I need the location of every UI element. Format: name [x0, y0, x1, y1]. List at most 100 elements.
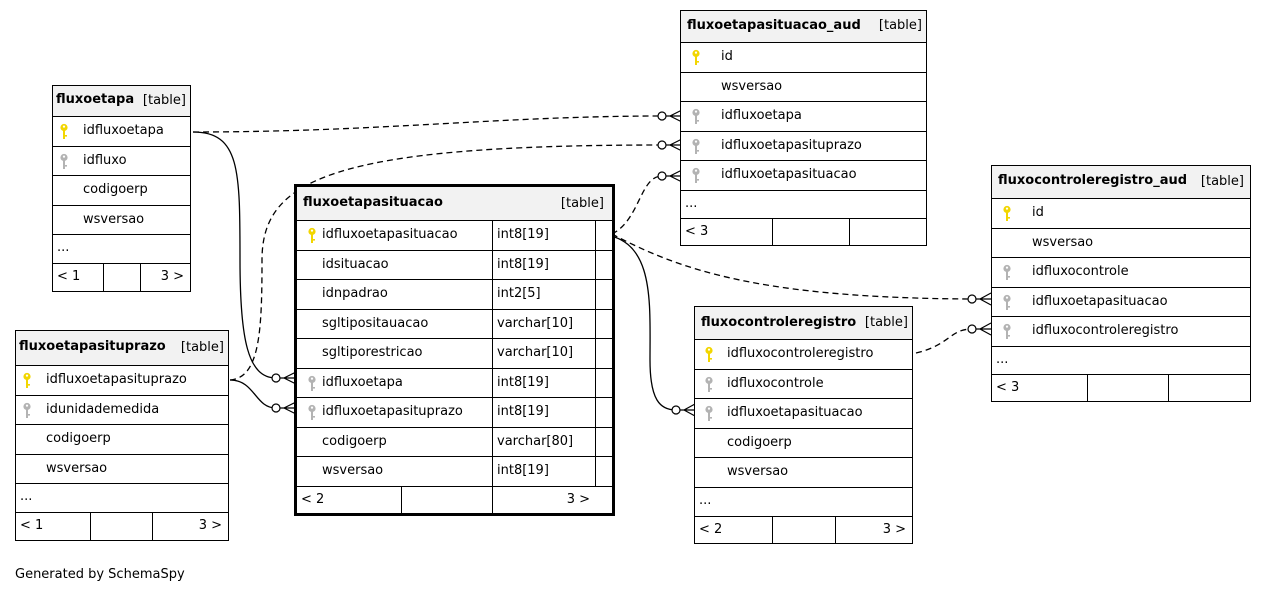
table-type: [table]	[180, 340, 224, 355]
column-type: varchar[10]	[497, 345, 574, 360]
table-type: [table]	[142, 93, 186, 108]
column-name: idfluxoetapa	[721, 108, 802, 123]
column-name: idfluxoetapasituprazo	[721, 137, 862, 153]
column-row: wsversao	[16, 455, 228, 484]
column-name: sgltipositauacao	[322, 315, 429, 331]
foreign-key-icon	[704, 376, 714, 394]
column-name: codigoerp	[83, 182, 148, 197]
table-fluxoetapasituacao[interactable]: fluxoetapasituacao [table] idfluxoetapas…	[294, 184, 615, 516]
parents-count[interactable]: < 1	[20, 518, 44, 533]
ellipsis-text: ...	[57, 240, 70, 255]
parents-count[interactable]: < 1	[57, 269, 81, 284]
column-row: wsversao	[695, 458, 912, 488]
foreign-key-icon	[307, 375, 317, 393]
column-row: idfluxoetapasituacao	[681, 161, 926, 191]
table-header: fluxoetapa [table]	[53, 86, 190, 117]
table-header: fluxocontroleregistro [table]	[695, 307, 912, 340]
ellipsis-text: ...	[699, 492, 712, 508]
column-type: int8[19]	[497, 256, 549, 272]
cardinality-circle	[657, 171, 667, 181]
foreign-key-icon	[691, 108, 701, 126]
table-type: [table]	[1200, 174, 1244, 189]
primary-key-icon	[1002, 205, 1012, 223]
ellipsis-text: ...	[685, 195, 698, 211]
column-name: wsversao	[46, 460, 108, 476]
parents-count[interactable]: < 2	[699, 521, 723, 537]
column-type: int8[19]	[497, 227, 549, 242]
column-row: idfluxoetapasituacao	[695, 399, 912, 429]
column-name: idfluxocontroleregistro	[727, 346, 874, 361]
primary-key-icon	[59, 123, 69, 141]
foreign-key-icon	[691, 138, 701, 156]
column-name: idfluxoetapa	[322, 374, 403, 390]
column-name: idfluxocontrole	[1032, 264, 1129, 279]
foreign-key-icon	[1002, 323, 1012, 341]
children-count[interactable]: 3 >	[882, 521, 906, 537]
table-fluxoetapasituprazo[interactable]: fluxoetapasituprazo [table] idfluxoetapa…	[15, 330, 229, 541]
column-row: idfluxocontroleregistro	[695, 340, 912, 370]
ellipsis-text: ...	[20, 489, 33, 504]
relation-controleregistro-to-aud	[915, 328, 973, 354]
column-name: idfluxocontrole	[727, 375, 824, 391]
table-name: fluxoetapa	[56, 92, 135, 107]
table-header: fluxoetapasituprazo [table]	[16, 331, 228, 366]
relation-situacao-to-aud	[611, 175, 663, 235]
table-footer: < 2 3 >	[695, 516, 912, 543]
column-row: idfluxocontrole	[992, 258, 1250, 288]
parents-count[interactable]: < 3	[996, 379, 1020, 395]
column-row: idfluxoetapasituacao int8[19]	[297, 221, 612, 251]
table-header: fluxocontroleregistro_aud [table]	[992, 166, 1250, 199]
table-fluxoetapa[interactable]: fluxoetapa [table] idfluxoetapa idfluxo …	[52, 85, 191, 292]
column-name: codigoerp	[727, 434, 792, 450]
generated-by-credit: Generated by SchemaSpy	[15, 567, 185, 582]
column-name: idfluxocontroleregistro	[1032, 323, 1179, 338]
table-fluxocontroleregistro[interactable]: fluxocontroleregistro [table] idfluxocon…	[694, 306, 913, 544]
column-name: wsversao	[83, 211, 145, 227]
ellipsis-text: ...	[996, 351, 1009, 367]
table-type: [table]	[560, 196, 604, 211]
relation-situprazo-to-situacao	[229, 379, 277, 409]
column-name: idfluxoetapasituacao	[322, 227, 458, 242]
column-name: wsversao	[322, 463, 384, 478]
crows-foot	[680, 403, 696, 417]
table-fluxoetapasituacao-aud[interactable]: fluxoetapasituacao_aud [table] id wsvers…	[680, 10, 927, 246]
column-name: idsituacao	[322, 256, 389, 272]
children-count[interactable]: 3 >	[198, 518, 222, 533]
column-row: idfluxoetapa	[53, 117, 190, 147]
table-footer: < 2 3 >	[297, 486, 612, 513]
foreign-key-icon	[59, 153, 69, 171]
parents-count[interactable]: < 2	[301, 491, 325, 507]
relation-fluxoetapa-to-aud	[192, 115, 663, 133]
column-row: idfluxoetapasituacao	[992, 288, 1250, 317]
column-row: idsituacao int8[19]	[297, 250, 612, 280]
foreign-key-icon	[1002, 264, 1012, 282]
column-row: id	[992, 199, 1250, 229]
column-row: wsversao	[681, 73, 926, 102]
parents-count[interactable]: < 3	[685, 223, 709, 239]
cardinality-circle	[271, 403, 281, 413]
column-name: idfluxo	[83, 152, 127, 168]
children-count[interactable]: 3 >	[160, 269, 184, 284]
column-row: idfluxo	[53, 147, 190, 176]
column-type: int2[5]	[497, 286, 541, 301]
column-name: codigoerp	[322, 433, 387, 449]
more-columns: ...	[53, 235, 190, 264]
table-name: fluxocontroleregistro	[701, 315, 857, 330]
cardinality-circle	[967, 294, 977, 304]
column-name: id	[1032, 205, 1044, 220]
foreign-key-icon	[691, 167, 701, 185]
column-row: idfluxocontrole	[695, 370, 912, 399]
foreign-key-icon	[1002, 294, 1012, 312]
table-fluxocontroleregistro-aud[interactable]: fluxocontroleregistro_aud [table] id wsv…	[991, 165, 1251, 402]
cardinality-circle	[657, 111, 667, 121]
children-count[interactable]: 3 >	[566, 491, 590, 507]
cardinality-circle	[967, 324, 977, 334]
table-name: fluxoetapasituacao_aud	[687, 18, 861, 33]
column-row: wsversao	[53, 206, 190, 235]
column-name: idfluxoetapa	[83, 123, 164, 138]
column-name: idfluxoetapasituprazo	[322, 404, 463, 419]
table-header: fluxoetapasituacao_aud [table]	[681, 11, 926, 43]
